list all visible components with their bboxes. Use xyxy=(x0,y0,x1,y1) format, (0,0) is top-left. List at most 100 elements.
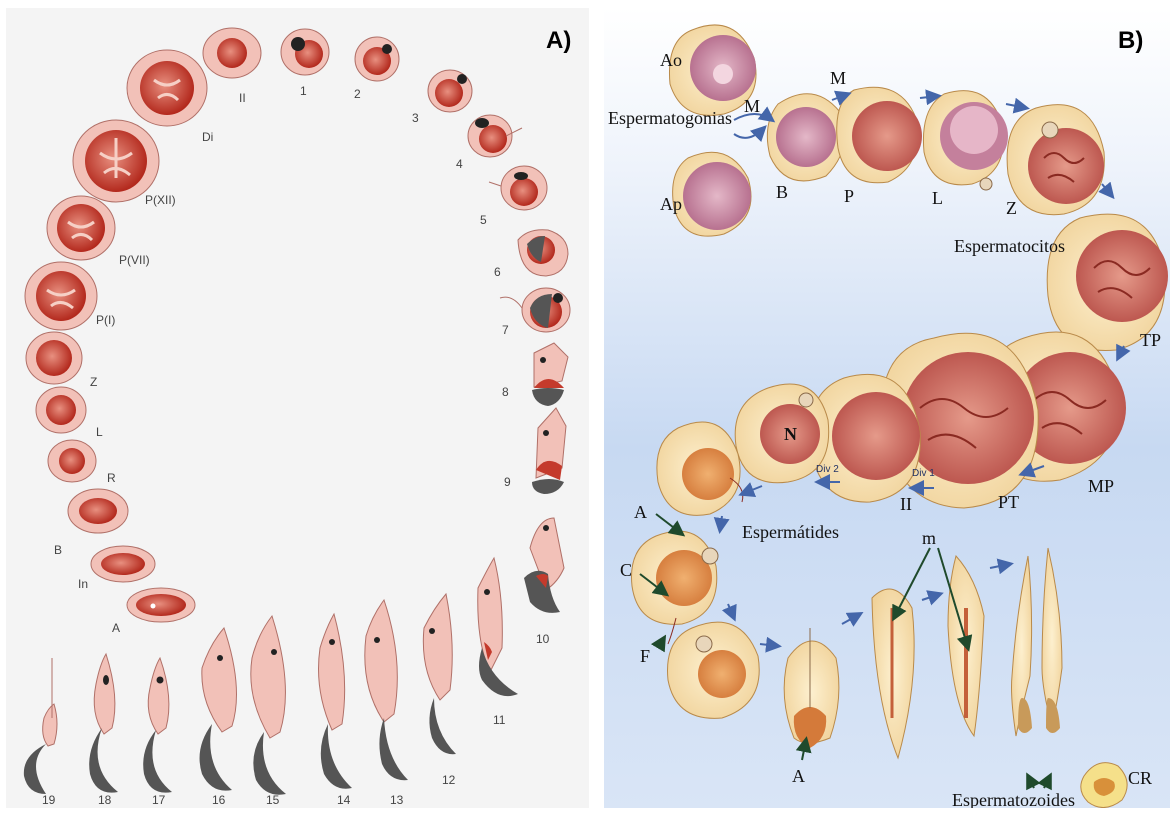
label-espermatocitos: Espermatocitos xyxy=(954,236,1065,256)
stage-label-PVII: P(VII) xyxy=(119,253,150,267)
cell-spermatozoa-2 xyxy=(1042,548,1062,733)
step-label-19: 19 xyxy=(42,793,56,807)
step-label-14: 14 xyxy=(337,793,351,807)
stage-label-II: II xyxy=(239,91,246,105)
panel-b-tag: B) xyxy=(1118,27,1143,54)
cell-elongating-spermatid-3 xyxy=(948,556,984,736)
stage-cell-PI xyxy=(25,262,97,330)
stage-label-Di: Di xyxy=(202,130,213,144)
label-ao: Ao xyxy=(660,50,682,70)
step-cell-13 xyxy=(365,600,408,780)
step-cell-19 xyxy=(24,658,57,794)
step-label-16: 16 xyxy=(212,793,226,807)
label-tp: TP xyxy=(1140,330,1161,350)
stage-cell-A xyxy=(127,588,195,622)
cell-B xyxy=(767,94,844,181)
stage-cell-Di xyxy=(127,50,207,126)
step-label-13: 13 xyxy=(390,793,404,807)
stage-label-Z: Z xyxy=(90,375,97,389)
step-label-8: 8 xyxy=(502,385,509,399)
cell-elongating-spermatid-2 xyxy=(872,589,914,758)
step-label-4: 4 xyxy=(456,157,463,171)
step-cell-11 xyxy=(478,558,518,696)
stage-cell-PVII xyxy=(47,196,115,260)
label-cr: CR xyxy=(1128,768,1152,788)
stage-cell-R xyxy=(48,440,96,482)
step-label-1: 1 xyxy=(300,84,307,98)
cell-elongating-spermatid-1 xyxy=(784,628,839,748)
panel-b-diagram: B) xyxy=(604,8,1170,808)
label-ap: Ap xyxy=(660,194,682,214)
step-cell-5 xyxy=(489,166,547,210)
stage-cell-In xyxy=(91,546,155,582)
stage-label-B: B xyxy=(54,543,62,557)
label-c: C xyxy=(620,560,632,580)
step-cell-8 xyxy=(532,343,568,406)
step-cell-2 xyxy=(355,37,399,81)
step-label-11: 11 xyxy=(493,713,506,727)
step-label-15: 15 xyxy=(266,793,280,807)
stage-cell-II xyxy=(203,28,261,78)
step-cell-9 xyxy=(532,408,566,494)
step-label-5: 5 xyxy=(480,213,487,227)
stage-label-PXII: P(XII) xyxy=(145,193,176,207)
step-cell-3 xyxy=(428,70,472,112)
step-label-10: 10 xyxy=(536,632,550,646)
cell-L xyxy=(923,91,1008,190)
stage-label-L: L xyxy=(96,425,103,439)
step-cell-17 xyxy=(143,658,172,793)
label-pt: PT xyxy=(998,492,1019,512)
label-a-lower: A xyxy=(792,766,805,786)
label-ii: II xyxy=(900,494,912,514)
cell-Ap xyxy=(673,152,751,236)
label-l: L xyxy=(932,188,943,208)
step-label-7: 7 xyxy=(502,323,509,337)
cell-round-spermatid-3 xyxy=(668,622,760,718)
label-espermatozoides: Espermatozoides xyxy=(952,790,1075,808)
cell-Z xyxy=(1007,105,1104,215)
stage-cell-B xyxy=(68,489,128,533)
stage-cell-L xyxy=(36,387,86,433)
stage-cell-Z xyxy=(26,332,82,384)
step-cell-1 xyxy=(281,29,329,75)
step-cell-6 xyxy=(518,230,568,276)
label-mp: MP xyxy=(1088,476,1114,496)
stage-label-A: A xyxy=(112,621,120,635)
step-label-6: 6 xyxy=(494,265,501,279)
stage-label-R: R xyxy=(107,471,116,485)
step-cell-12 xyxy=(423,594,456,754)
step-cell-14 xyxy=(319,614,353,789)
panel-a-spermatogenesis-stages: A) xyxy=(6,8,589,808)
label-div2: Div 2 xyxy=(816,464,839,475)
stage-label-PI: P(I) xyxy=(96,313,115,327)
cell-P xyxy=(837,87,922,183)
panel-a-tag: A) xyxy=(546,27,571,54)
label-n: N xyxy=(784,424,797,444)
stage-label-In: In xyxy=(78,577,88,591)
cell-N xyxy=(735,384,829,483)
step-cell-7 xyxy=(500,288,570,332)
label-m-left: M xyxy=(744,96,760,116)
step-cell-18 xyxy=(89,654,118,793)
label-b: B xyxy=(776,182,788,202)
cell-CR xyxy=(1081,763,1127,808)
step-cell-4 xyxy=(468,115,522,157)
cell-round-spermatid-1 xyxy=(657,422,743,515)
label-m-upper: M xyxy=(830,68,846,88)
label-p: P xyxy=(844,186,854,206)
step-label-18: 18 xyxy=(98,793,112,807)
step-cell-16 xyxy=(200,628,237,791)
step-label-9: 9 xyxy=(504,475,511,489)
stage-cell-PXII xyxy=(73,120,159,202)
label-espermatogonias: Espermatogonias xyxy=(608,108,732,128)
label-f: F xyxy=(640,646,650,666)
label-z: Z xyxy=(1006,198,1017,218)
step-label-3: 3 xyxy=(412,111,419,125)
panel-a-diagram: A) xyxy=(6,8,589,808)
panel-b-spermatogenesis-stages: B) xyxy=(604,8,1170,808)
step-cell-15 xyxy=(251,616,286,795)
step-label-2: 2 xyxy=(354,87,361,101)
label-a-upper: A xyxy=(634,502,647,522)
cell-spermatozoa-1 xyxy=(1012,556,1033,736)
step-cell-10 xyxy=(524,518,564,613)
